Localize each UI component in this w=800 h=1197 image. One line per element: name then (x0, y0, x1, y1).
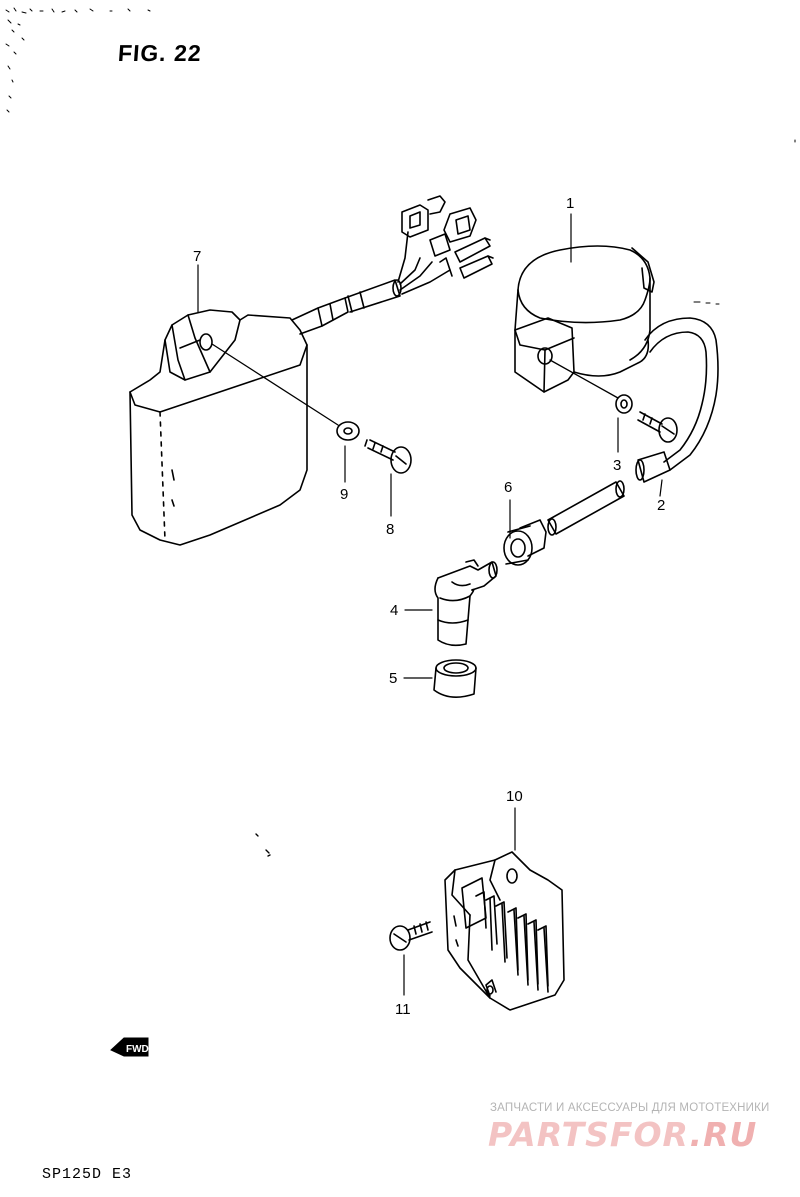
callout-10: 10 (506, 788, 523, 805)
callout-1: 1 (566, 195, 575, 212)
watermark-logo-tld: .RU (689, 1115, 758, 1154)
watermark-logo-main: PARTSFOR (488, 1115, 690, 1154)
callout-11: 11 (395, 1001, 411, 1018)
callout-4: 4 (390, 602, 399, 619)
washer-part-3 (615, 394, 633, 414)
figure-title: FIG. 22 (117, 40, 203, 66)
ignition-coil-part-1 (514, 245, 719, 483)
model-code: SP125D E3 (42, 1166, 133, 1183)
scan-noise (5, 7, 151, 113)
watermark-tagline: ЗАПЧАСТИ И АКСЕССУАРЫ ДЛЯ МОТОТЕХНИКИ (490, 1102, 770, 1114)
regulator-part-10 (444, 851, 565, 1011)
callout-2: 2 (657, 497, 666, 514)
lead-tube-part-6 (503, 480, 625, 566)
screw-part-11 (389, 921, 433, 951)
callout-3: 3 (613, 457, 622, 474)
callout-7: 7 (193, 248, 202, 265)
spark-plug-cap-part-4 (434, 559, 498, 647)
callout-6: 6 (504, 479, 513, 496)
forward-arrow-icon: FWD (110, 1037, 149, 1057)
callout-5: 5 (389, 670, 398, 687)
forward-arrow-label: FWD (126, 1044, 149, 1055)
callout-8: 8 (386, 521, 395, 538)
washer-part-9 (336, 421, 360, 441)
cdi-unit-part-7 (129, 195, 494, 546)
watermark-logo: PARTSFOR.RU (488, 1115, 757, 1154)
callout-9: 9 (340, 486, 349, 503)
screw-part-8 (364, 439, 412, 474)
cap-seal-part-5 (433, 659, 477, 698)
screw-part-2 (637, 411, 678, 443)
callout-leader-lines (197, 213, 663, 996)
